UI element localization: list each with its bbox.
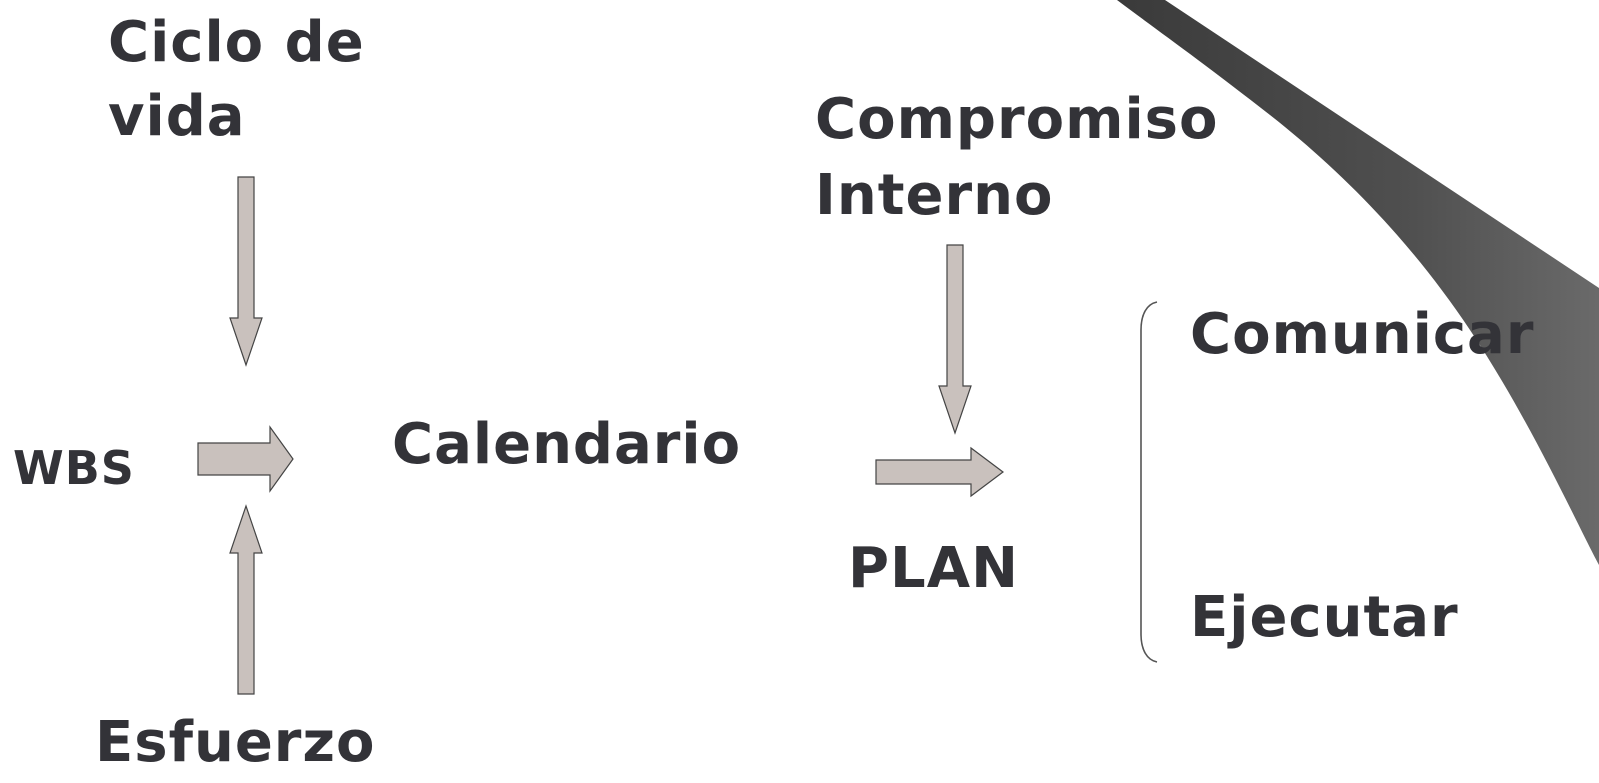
node-ciclo-de-vida: Ciclo de vida bbox=[108, 6, 365, 154]
node-compromiso-interno-line-1: Compromiso bbox=[815, 87, 1219, 152]
node-wbs: WBS bbox=[13, 441, 135, 495]
node-comunicar: Comunicar bbox=[1190, 302, 1535, 367]
node-calendario: Calendario bbox=[392, 412, 742, 477]
node-plan: PLAN bbox=[848, 536, 1019, 601]
node-compromiso-interno: Compromiso Interno bbox=[815, 82, 1218, 234]
node-ejecutar: Ejecutar bbox=[1190, 585, 1459, 650]
arrow-down-from-ciclo-de-vida bbox=[229, 176, 263, 367]
page-curl-shape bbox=[1117, 0, 1599, 565]
arrow-right-from-wbs bbox=[197, 425, 294, 493]
node-compromiso-interno-line-2: Interno bbox=[815, 163, 1054, 228]
arrow-up-from-esfuerzo bbox=[229, 504, 263, 695]
arrow-right-to-plan bbox=[875, 446, 1004, 498]
node-ciclo-de-vida-line-1: Ciclo de bbox=[108, 10, 365, 75]
arrow-down-from-compromiso-interno bbox=[938, 244, 972, 435]
left-brace bbox=[1140, 301, 1158, 663]
node-ciclo-de-vida-line-2: vida bbox=[108, 84, 246, 149]
node-esfuerzo: Esfuerzo bbox=[95, 710, 376, 775]
